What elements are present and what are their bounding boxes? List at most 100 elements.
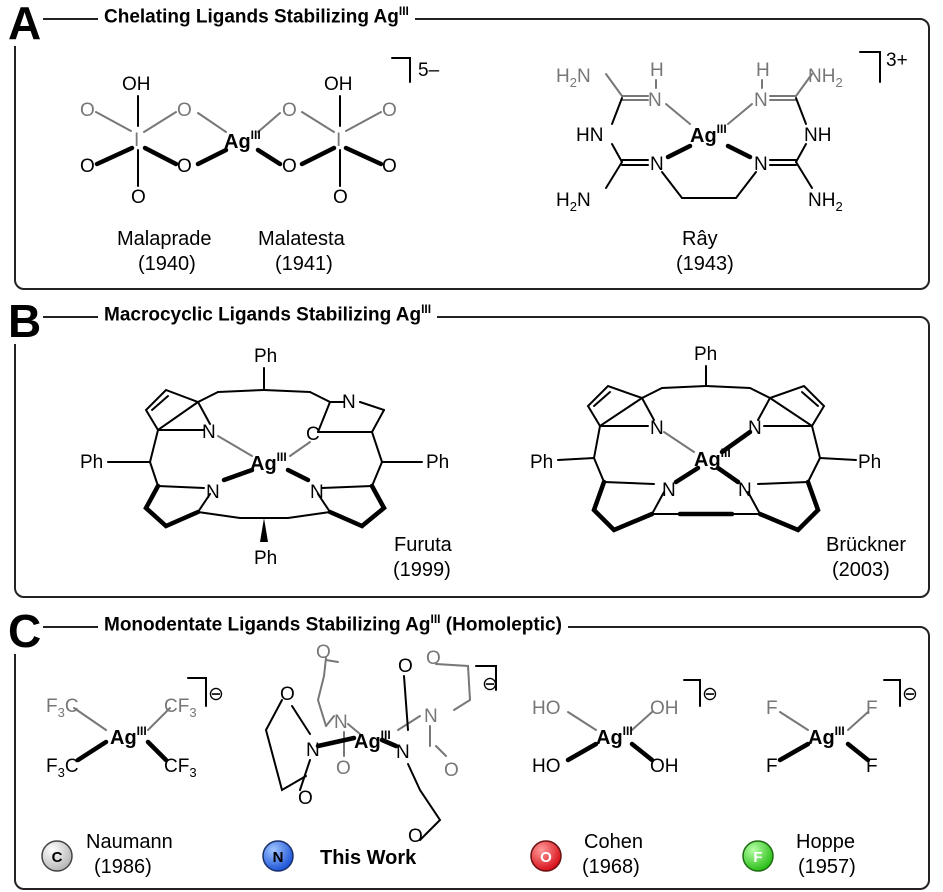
o-sucD-top: O [398, 656, 413, 677]
charge-5minus: 5– [418, 60, 440, 81]
o-sucD-bottom: O [408, 826, 423, 847]
malaprade-complex: OH OH O O O O I I AgIII O O O O O O 5– [80, 57, 440, 208]
ag-center-this-work: AgIII [354, 728, 391, 753]
o-sucB-top: O [426, 648, 441, 669]
naumann-complex: F3C CF3 AgIII F3C CF3 ⊖ [46, 677, 224, 780]
badge-nitrogen [262, 840, 294, 872]
oh-right: OH [324, 74, 353, 95]
iodine-right: I [336, 130, 341, 151]
n-furuta-confused: N [342, 392, 356, 413]
ph-right-furuta: Ph [426, 452, 449, 473]
ag-center-a2: AgIII [690, 122, 727, 147]
panel-b-title: Macrocyclic Ligands Stabilizing AgIII [98, 302, 438, 327]
panel-a-title-text: Chelating Ligands Stabilizing Ag [104, 6, 399, 28]
n-imine-left: N [648, 90, 662, 111]
o-sucC-bottom: O [298, 788, 313, 809]
h-left: H [650, 60, 664, 81]
o-right-bridge-bottom: O [282, 156, 297, 177]
ho-top-left: HO [532, 698, 561, 719]
o-sucB-bottom: O [444, 760, 459, 781]
o-sucA-top: O [316, 642, 331, 663]
panel-c-leader [40, 626, 100, 628]
h2n-top-left: H2N [556, 66, 591, 90]
cite-furuta-name: Furuta [394, 534, 453, 556]
o-right-top: O [382, 100, 397, 121]
panel-c-title-text: Monodentate Ligands Stabilizing Ag [104, 614, 431, 636]
cite-malatesta-name: Malatesta [258, 228, 346, 250]
this-work-complex: O N O O N O O N O O N O AgIII ⊖ [264, 642, 498, 847]
ph-top-bruckner: Ph [694, 344, 717, 365]
n-furuta-bl: N [206, 482, 220, 503]
h2n-bottom-left: H2N [556, 190, 591, 214]
oh-left: OH [122, 74, 151, 95]
n-sucC: N [306, 740, 320, 761]
furuta-complex: Ph Ph [80, 346, 449, 569]
ag-center-cohen: AgIII [596, 724, 633, 749]
badge-fluorine-letter: F [753, 849, 762, 866]
cite-naumann-year: (1986) [94, 856, 152, 878]
cite-hoppe-year: (1957) [798, 856, 856, 878]
panel-b-leader [40, 316, 100, 318]
o-left-top: O [80, 100, 95, 121]
charge-3plus: 3+ [886, 50, 908, 71]
o-sucC-top: O [280, 684, 295, 705]
cite-cohen-year: (1968) [582, 856, 640, 878]
n-imine-right: N [754, 90, 768, 111]
n-bruckner-bl: N [662, 480, 676, 501]
ag-center-a1: AgIII [224, 128, 261, 153]
panel-c-title-sup: III [430, 612, 441, 626]
cf3-bottom-right: CF3 [164, 756, 197, 780]
ph-bottom-furuta: Ph [254, 548, 277, 569]
ph-left-furuta: Ph [80, 452, 103, 473]
n-furuta-tl: N [202, 422, 216, 443]
bruckner-complex: Ph N N [530, 344, 881, 533]
n-bruckner-tr: N [748, 418, 762, 439]
n-coord-right: N [754, 154, 768, 175]
nh-right: NH [804, 125, 831, 146]
panel-b-frame [14, 316, 930, 598]
ag-center-bruckner: AgIII [694, 446, 731, 471]
n-bruckner-br: N [738, 480, 752, 501]
badge-fluorine [742, 840, 774, 872]
panel-a-title-sup: III [398, 4, 409, 18]
f-top-left: F [766, 698, 778, 719]
n-coord-left: N [650, 154, 664, 175]
cite-ray-year: (1943) [676, 253, 734, 275]
cite-this-work: This Work [320, 847, 417, 869]
nh2-top-right: NH2 [808, 66, 843, 90]
iodine-left: I [134, 130, 139, 151]
badge-oxygen [530, 840, 562, 872]
hn-left: HN [576, 125, 603, 146]
ag-center-hoppe: AgIII [808, 724, 845, 749]
minus-this-work: ⊖ [482, 674, 498, 695]
n-sucD: N [396, 742, 410, 763]
f-bottom-right: F [866, 756, 878, 777]
o-right-bottom: O [382, 156, 397, 177]
panel-c-title-suffix: (Homoleptic) [440, 614, 562, 636]
minus-cohen: ⊖ [702, 684, 718, 705]
o-left-bridge-bottom: O [177, 156, 192, 177]
cite-hoppe-name: Hoppe [796, 831, 855, 853]
cite-malaprade-name: Malaprade [117, 228, 212, 250]
o-left-axial: O [131, 187, 146, 208]
hoppe-complex: F F AgIII F F ⊖ [766, 679, 918, 777]
n-sucA: N [334, 712, 348, 733]
panel-a-title: Chelating Ligands Stabilizing AgIII [98, 4, 415, 29]
minus-naumann: ⊖ [208, 684, 224, 705]
n-furuta-br: N [310, 482, 324, 503]
panel-a-frame [14, 18, 930, 290]
nh2-bottom-right: NH2 [808, 190, 843, 214]
f3c-top-left: F3C [46, 696, 79, 720]
cite-malatesta-year: (1941) [275, 253, 333, 275]
panel-b-title-sup: III [421, 302, 432, 316]
panel-b-title-text: Macrocyclic Ligands Stabilizing Ag [104, 304, 422, 326]
o-right-bridge-top: O [282, 100, 297, 121]
oh-bottom-right: OH [650, 756, 679, 777]
n-sucB: N [424, 706, 438, 727]
ray-complex: H2N NH2 H H N N HN NH AgIII N N H2N NH2 … [556, 50, 908, 214]
panel-c-title: Monodentate Ligands Stabilizing AgIII (H… [98, 612, 568, 637]
cite-furuta-year: (1999) [393, 559, 451, 581]
o-right-axial: O [333, 187, 348, 208]
f-top-right: F [866, 698, 878, 719]
cite-naumann-name: Naumann [86, 831, 173, 853]
